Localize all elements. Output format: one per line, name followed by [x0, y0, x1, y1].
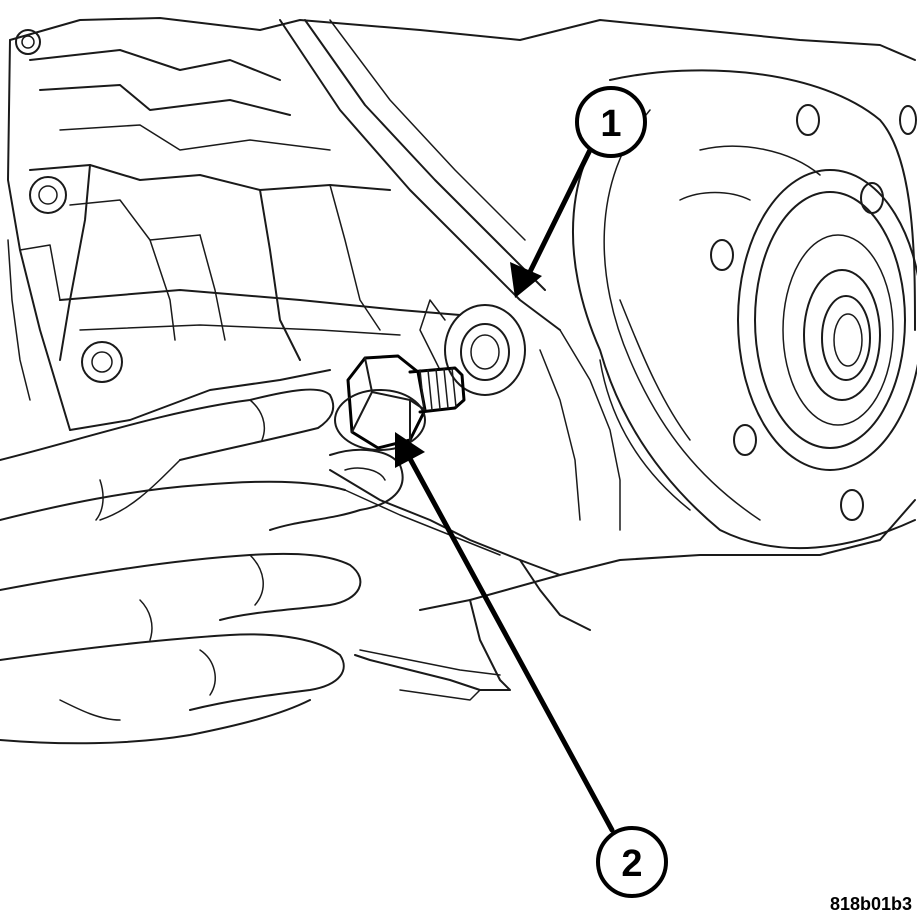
callout-1: 1	[510, 86, 647, 298]
callout-2-arrowhead	[395, 432, 425, 468]
transmission-case	[7, 17, 917, 701]
callout-2: 2	[395, 432, 668, 898]
fitting-bolt	[334, 354, 466, 451]
callout-2-label: 2	[621, 843, 642, 885]
figure-code: 818b01b3	[830, 894, 912, 914]
callout-1-label: 1	[600, 103, 621, 145]
callout-1-leader	[522, 147, 593, 285]
callout-2-circle	[596, 826, 668, 898]
technician-hand	[0, 388, 404, 745]
callout-2-leader	[405, 452, 615, 833]
callout-1-circle	[575, 86, 647, 158]
callout-1-arrowhead	[510, 262, 542, 298]
